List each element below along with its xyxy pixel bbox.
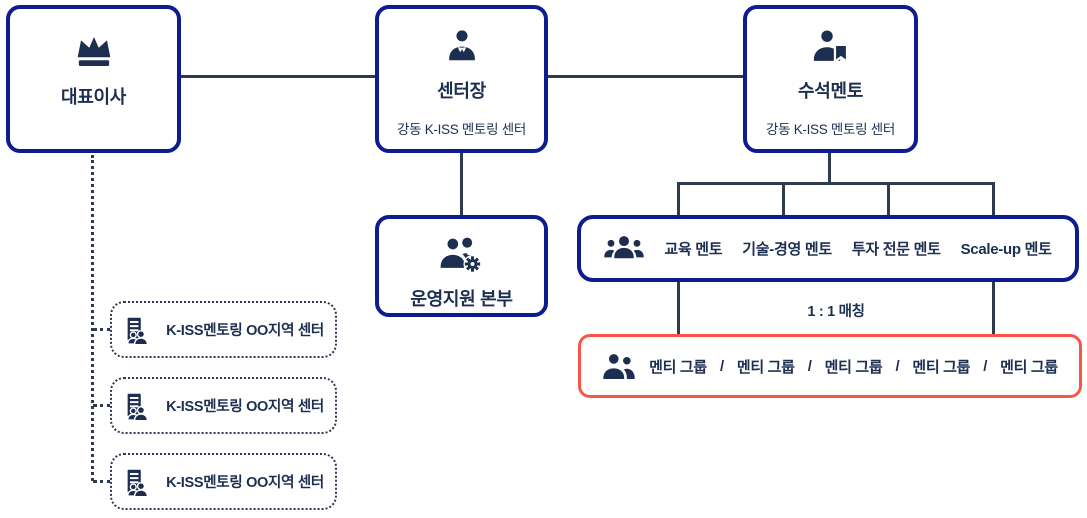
separator-slash: /: [983, 357, 988, 375]
connector-mentor-drop-4: [992, 182, 995, 215]
node-mentors: 교육 멘토 기술-경영 멘토 투자 전문 멘토 Scale-up 멘토: [577, 215, 1079, 282]
connector-regional-1-dotted: [93, 328, 111, 331]
node-ops-title: 운영지원 본부: [410, 289, 513, 309]
node-center-head: 센터장 강동 K-ISS 멘토링 센터: [375, 5, 548, 153]
separator-slash: /: [719, 357, 724, 375]
mentor-type: 투자 전문 멘토: [851, 241, 941, 258]
mentor-type: 기술-경영 멘토: [742, 241, 832, 258]
regional-center-label: K-ISS멘토링 OO지역 센터: [166, 475, 324, 491]
mentee-group: 멘티 그룹: [649, 358, 707, 376]
node-center-head-title: 센터장: [437, 81, 486, 101]
crown-icon: [77, 37, 110, 66]
node-ceo: 대표이사: [6, 5, 181, 153]
node-regional-center-2: K-ISS멘토링 OO지역 센터: [110, 377, 337, 434]
node-mentees: 멘티 그룹 / 멘티 그룹 / 멘티 그룹 / 멘티 그룹 / 멘티 그룹: [578, 334, 1082, 398]
regional-center-label: K-ISS멘토링 OO지역 센터: [166, 399, 324, 415]
node-chief-mentor: 수석멘토 강동 K-ISS 멘토링 센터: [743, 5, 918, 153]
connector-mentors-mentees-left: [677, 282, 680, 334]
mentor-type: Scale-up 멘토: [960, 241, 1052, 258]
node-ceo-title: 대표이사: [60, 87, 127, 107]
node-chief-mentor-subtitle: 강동 K-ISS 멘토링 센터: [766, 122, 895, 137]
building-people-icon: [127, 469, 149, 497]
connector-mentor-drop-2: [782, 182, 785, 215]
people-group-icon: [604, 236, 645, 259]
mentee-group: 멘티 그룹: [1000, 358, 1058, 376]
connector-mentors-mentees-right: [992, 282, 995, 334]
node-regional-center-3: K-ISS멘토링 OO지역 센터: [110, 453, 337, 510]
person-tie-icon: [448, 30, 475, 61]
building-people-icon: [127, 317, 149, 345]
connector-mentor-branch-horizontal: [677, 182, 995, 185]
connector-chiefmentor-down: [828, 153, 831, 182]
connector-ceo-centerhead: [181, 75, 375, 78]
mentee-group: 멘티 그룹: [824, 358, 883, 376]
connector-mentor-drop-1: [677, 182, 680, 215]
connector-regional-3-dotted: [93, 480, 111, 483]
node-regional-center-1: K-ISS멘토링 OO지역 센터: [110, 301, 337, 358]
mentee-group: 멘티 그룹: [912, 358, 971, 376]
node-center-head-subtitle: 강동 K-ISS 멘토링 센터: [397, 122, 526, 137]
separator-slash: /: [807, 357, 812, 375]
connector-centerhead-ops: [460, 153, 463, 215]
node-chief-mentor-title: 수석멘토: [797, 81, 864, 101]
person-badge-icon: [813, 30, 848, 64]
node-ops: 운영지원 본부: [375, 215, 548, 317]
separator-slash: /: [895, 357, 900, 375]
building-people-icon: [127, 393, 149, 421]
connector-centerhead-chiefmentor: [548, 75, 743, 78]
mentee-group: 멘티 그룹: [736, 358, 795, 376]
matching-label: 1 : 1 매칭: [807, 304, 865, 320]
connector-mentor-drop-3: [887, 182, 890, 215]
connector-ceo-regional-dotted: [91, 155, 94, 481]
two-people-icon: [603, 353, 635, 379]
connector-regional-2-dotted: [93, 404, 111, 407]
people-gear-icon: [440, 237, 481, 273]
regional-center-label: K-ISS멘토링 OO지역 센터: [166, 323, 324, 339]
mentor-type: 교육 멘토: [664, 241, 723, 258]
